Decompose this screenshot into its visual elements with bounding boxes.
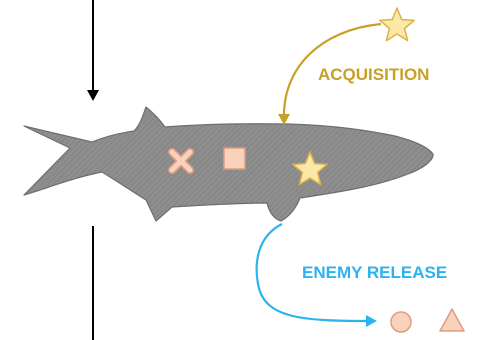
square-icon xyxy=(223,147,246,170)
acquisition-arrowhead-icon xyxy=(278,114,290,125)
enemy-release-arrowhead-icon xyxy=(366,315,377,327)
acquisition-arrow xyxy=(282,22,382,121)
enemy-release-arrow xyxy=(255,223,371,323)
star-icon xyxy=(292,151,328,186)
acquisition-label: ACQUISITION xyxy=(318,65,429,84)
enemy-release-label: ENEMY RELEASE xyxy=(302,263,447,282)
acquisition-star-icon xyxy=(379,7,415,42)
cross-icon xyxy=(168,148,194,174)
circle-icon xyxy=(390,311,412,333)
triangle-icon xyxy=(439,308,465,332)
barrier-arrowhead-icon xyxy=(87,90,99,101)
